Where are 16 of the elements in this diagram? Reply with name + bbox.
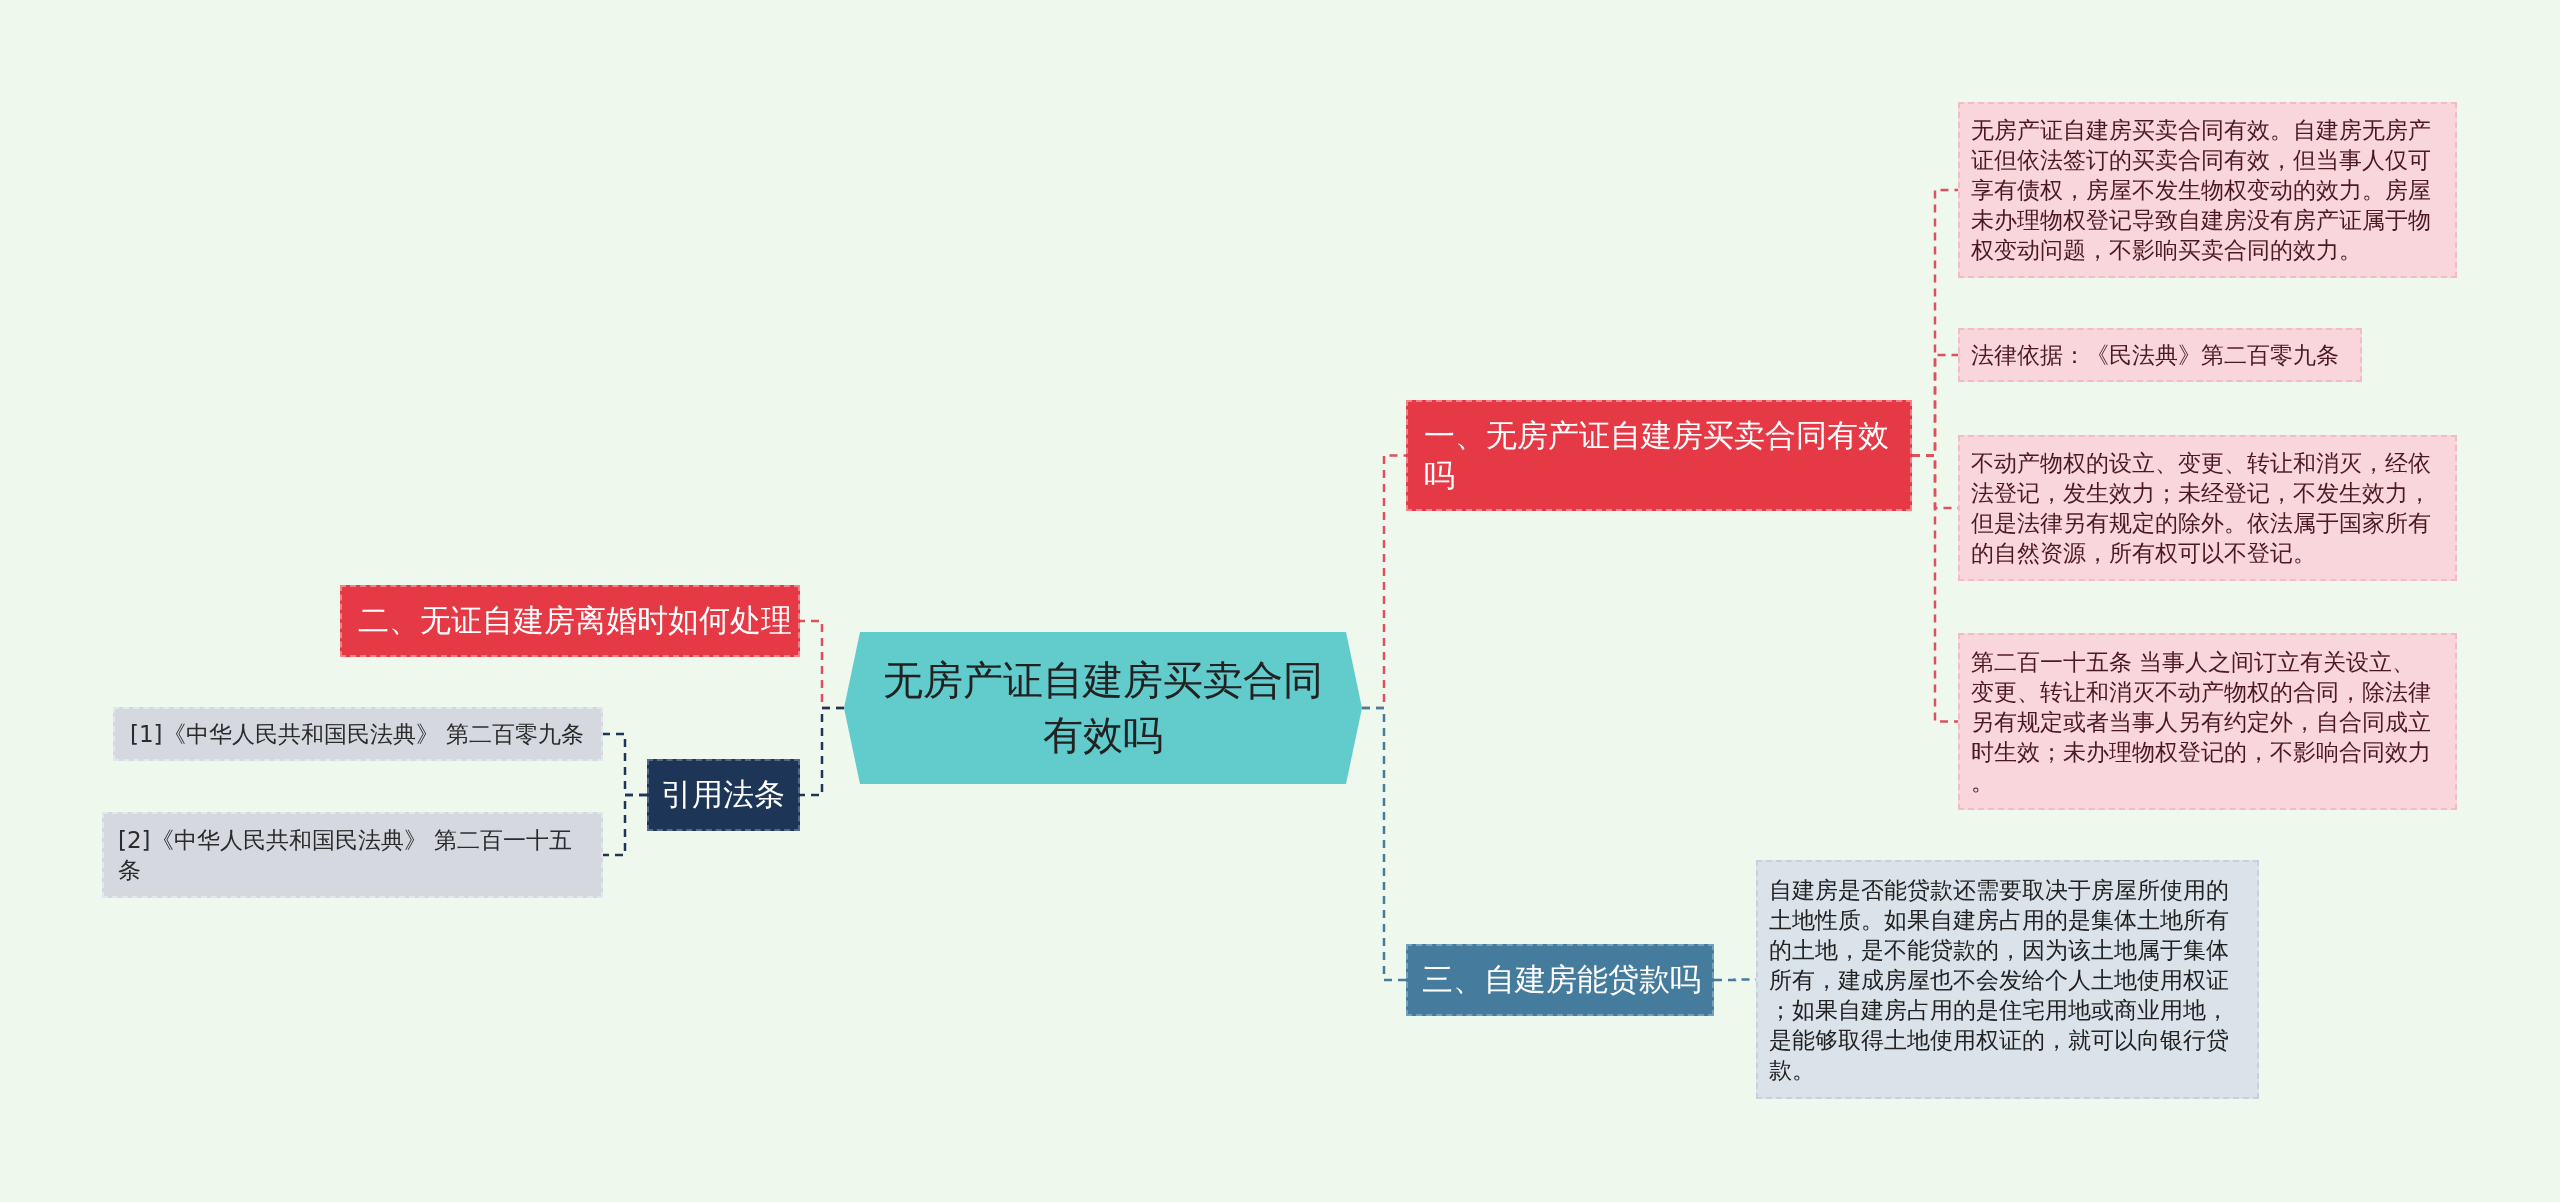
note-box: 不动产物权的设立、变更、转让和消灭，经依法登记，发生效力；未经登记，不发生效力，但是法律另有规定的除外。依法属于国家所有的自然资源，所有权可以不登记。 [1958,435,2457,581]
topic-box: 引用法条 [647,759,800,831]
reference-box: [2]《中华人民共和国民法典》 第二百一十五条 [102,812,603,898]
note-box: 无房产证自建房买卖合同有效。自建房无房产证但依法签订的买卖合同有效，但当事人仅可享有债权，房屋不发生物权变动的效力。房屋未办理物权登记导致自建房没有房产证属于物权变动问题，不影响买卖合同的效力。 [1958,102,2457,278]
topic-hexagon: 无房产证自建房买卖合同有效吗 [844,632,1362,784]
connector-line [800,706,844,797]
note-box: 法律依据：《民法典》第二百零九条 [1958,328,2362,382]
topic-box: 一、无房产证自建房买卖合同有效吗 [1406,400,1912,511]
topic-box: 二、无证自建房离婚时如何处理 [340,585,800,657]
reference-box: [1]《中华人民共和国民法典》 第二百零九条 [113,707,603,761]
connector-line [603,793,647,857]
connector-line [1362,706,1406,982]
note-box: 第二百一十五条 当事人之间订立有关设立、变更、转让和消灭不动产物权的合同，除法律另有规定或者当事人另有约定外，自合同成立时生效；未办理物权登记的，不影响合同效力。 [1958,633,2457,810]
topic-box: 三、自建房能贷款吗 [1406,944,1714,1016]
note-box: 自建房是否能贷款还需要取决于房屋所使用的土地性质。如果自建房占用的是集体土地所有的土地，是不能贷款的，因为该土地属于集体所有，建成房屋也不会发给个人土地使用权证；如果自建房占用的是住宅用地或商业用地，是能够取得土地使用权证的，就可以向银行贷款。 [1756,860,2259,1099]
connector-line [1912,454,1958,723]
